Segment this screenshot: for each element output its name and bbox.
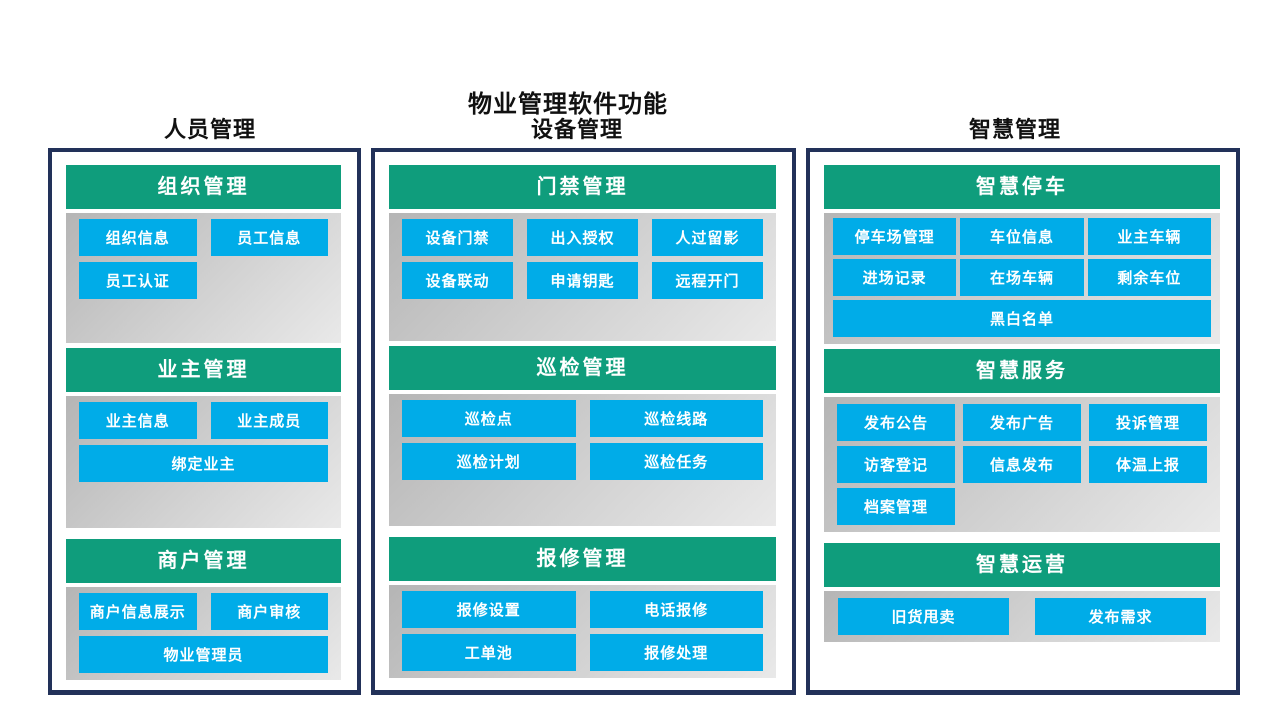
feature-item: 出入授权 xyxy=(527,219,638,256)
section-title-bar: 业主管理 xyxy=(66,348,341,392)
feature-panel: 组织信息员工信息员工认证 xyxy=(66,213,341,343)
column-header-equipment: 设备管理 xyxy=(530,117,623,142)
feature-item: 商户信息展示 xyxy=(79,593,197,630)
feature-item: 报修处理 xyxy=(589,634,763,671)
feature-section: 组织管理组织信息员工信息员工认证 xyxy=(66,165,341,343)
feature-item: 档案管理 xyxy=(837,488,955,525)
section-title-bar: 智慧运营 xyxy=(824,543,1220,587)
feature-item: 剩余车位 xyxy=(1087,259,1211,296)
section-title-bar: 智慧服务 xyxy=(824,349,1220,393)
section-title-bar: 组织管理 xyxy=(66,165,341,209)
feature-section: 智慧服务发布公告发布广告投诉管理访客登记信息发布体温上报档案管理 xyxy=(824,349,1220,532)
feature-section: 报修管理报修设置电话报修工单池报修处理 xyxy=(389,537,776,678)
feature-section: 智慧运营旧货甩卖发布需求 xyxy=(824,543,1220,642)
section-title-bar: 智慧停车 xyxy=(824,165,1220,209)
feature-item: 黑白名单 xyxy=(833,300,1211,337)
feature-panel: 设备门禁出入授权人过留影设备联动申请钥匙远程开门 xyxy=(389,213,776,341)
feature-item: 申请钥匙 xyxy=(527,262,638,299)
feature-item: 绑定业主 xyxy=(79,445,328,482)
feature-item: 商户审核 xyxy=(210,593,328,630)
feature-item: 巡检点 xyxy=(402,400,576,437)
feature-section: 门禁管理设备门禁出入授权人过留影设备联动申请钥匙远程开门 xyxy=(389,165,776,341)
feature-item: 巡检计划 xyxy=(402,443,576,480)
section-title-bar: 门禁管理 xyxy=(389,165,776,209)
feature-item: 体温上报 xyxy=(1089,446,1207,483)
feature-item: 信息发布 xyxy=(963,446,1081,483)
feature-item: 投诉管理 xyxy=(1089,404,1207,441)
feature-item: 工单池 xyxy=(402,634,576,671)
feature-item: 业主车辆 xyxy=(1087,218,1211,255)
feature-item: 设备门禁 xyxy=(402,219,513,256)
feature-panel: 报修设置电话报修工单池报修处理 xyxy=(389,585,776,678)
feature-item: 巡检任务 xyxy=(589,443,763,480)
feature-item: 员工认证 xyxy=(79,262,197,299)
feature-item: 发布需求 xyxy=(1035,598,1206,635)
feature-panel: 商户信息展示商户审核物业管理员 xyxy=(66,587,341,680)
feature-item: 业主成员 xyxy=(210,402,328,439)
category-box: 组织管理组织信息员工信息员工认证业主管理业主信息业主成员绑定业主商户管理商户信息… xyxy=(48,148,361,695)
feature-item: 员工信息 xyxy=(210,219,328,256)
feature-section: 巡检管理巡检点巡检线路巡检计划巡检任务 xyxy=(389,346,776,526)
column-header-smart: 智慧管理 xyxy=(968,117,1061,142)
feature-item: 组织信息 xyxy=(79,219,197,256)
feature-item: 发布公告 xyxy=(837,404,955,441)
feature-item: 发布广告 xyxy=(963,404,1081,441)
feature-item: 进场记录 xyxy=(833,259,957,296)
feature-item: 报修设置 xyxy=(402,591,576,628)
feature-item: 停车场管理 xyxy=(833,218,957,255)
feature-panel: 发布公告发布广告投诉管理访客登记信息发布体温上报档案管理 xyxy=(824,397,1220,532)
feature-section: 业主管理业主信息业主成员绑定业主 xyxy=(66,348,341,528)
feature-section: 商户管理商户信息展示商户审核物业管理员 xyxy=(66,539,341,680)
feature-item: 访客登记 xyxy=(837,446,955,483)
feature-panel: 巡检点巡检线路巡检计划巡检任务 xyxy=(389,394,776,526)
feature-item: 人过留影 xyxy=(652,219,763,256)
section-title-bar: 报修管理 xyxy=(389,537,776,581)
feature-item: 巡检线路 xyxy=(589,400,763,437)
feature-section: 智慧停车停车场管理车位信息业主车辆进场记录在场车辆剩余车位黑白名单 xyxy=(824,165,1220,344)
section-title-bar: 巡检管理 xyxy=(389,346,776,390)
section-title-bar: 商户管理 xyxy=(66,539,341,583)
feature-item: 远程开门 xyxy=(652,262,763,299)
feature-panel: 停车场管理车位信息业主车辆进场记录在场车辆剩余车位黑白名单 xyxy=(824,213,1220,344)
feature-panel: 旧货甩卖发布需求 xyxy=(824,591,1220,642)
diagram-title: 物业管理软件功能 xyxy=(468,91,668,118)
category-box: 门禁管理设备门禁出入授权人过留影设备联动申请钥匙远程开门巡检管理巡检点巡检线路巡… xyxy=(371,148,796,695)
feature-panel: 业主信息业主成员绑定业主 xyxy=(66,396,341,528)
feature-item: 电话报修 xyxy=(589,591,763,628)
feature-item: 业主信息 xyxy=(79,402,197,439)
column-header-personnel: 人员管理 xyxy=(163,117,256,142)
feature-item: 旧货甩卖 xyxy=(838,598,1009,635)
category-box: 智慧停车停车场管理车位信息业主车辆进场记录在场车辆剩余车位黑白名单智慧服务发布公… xyxy=(806,148,1240,695)
feature-item: 物业管理员 xyxy=(79,636,328,673)
feature-item: 在场车辆 xyxy=(960,259,1084,296)
feature-item: 设备联动 xyxy=(402,262,513,299)
feature-item: 车位信息 xyxy=(960,218,1084,255)
